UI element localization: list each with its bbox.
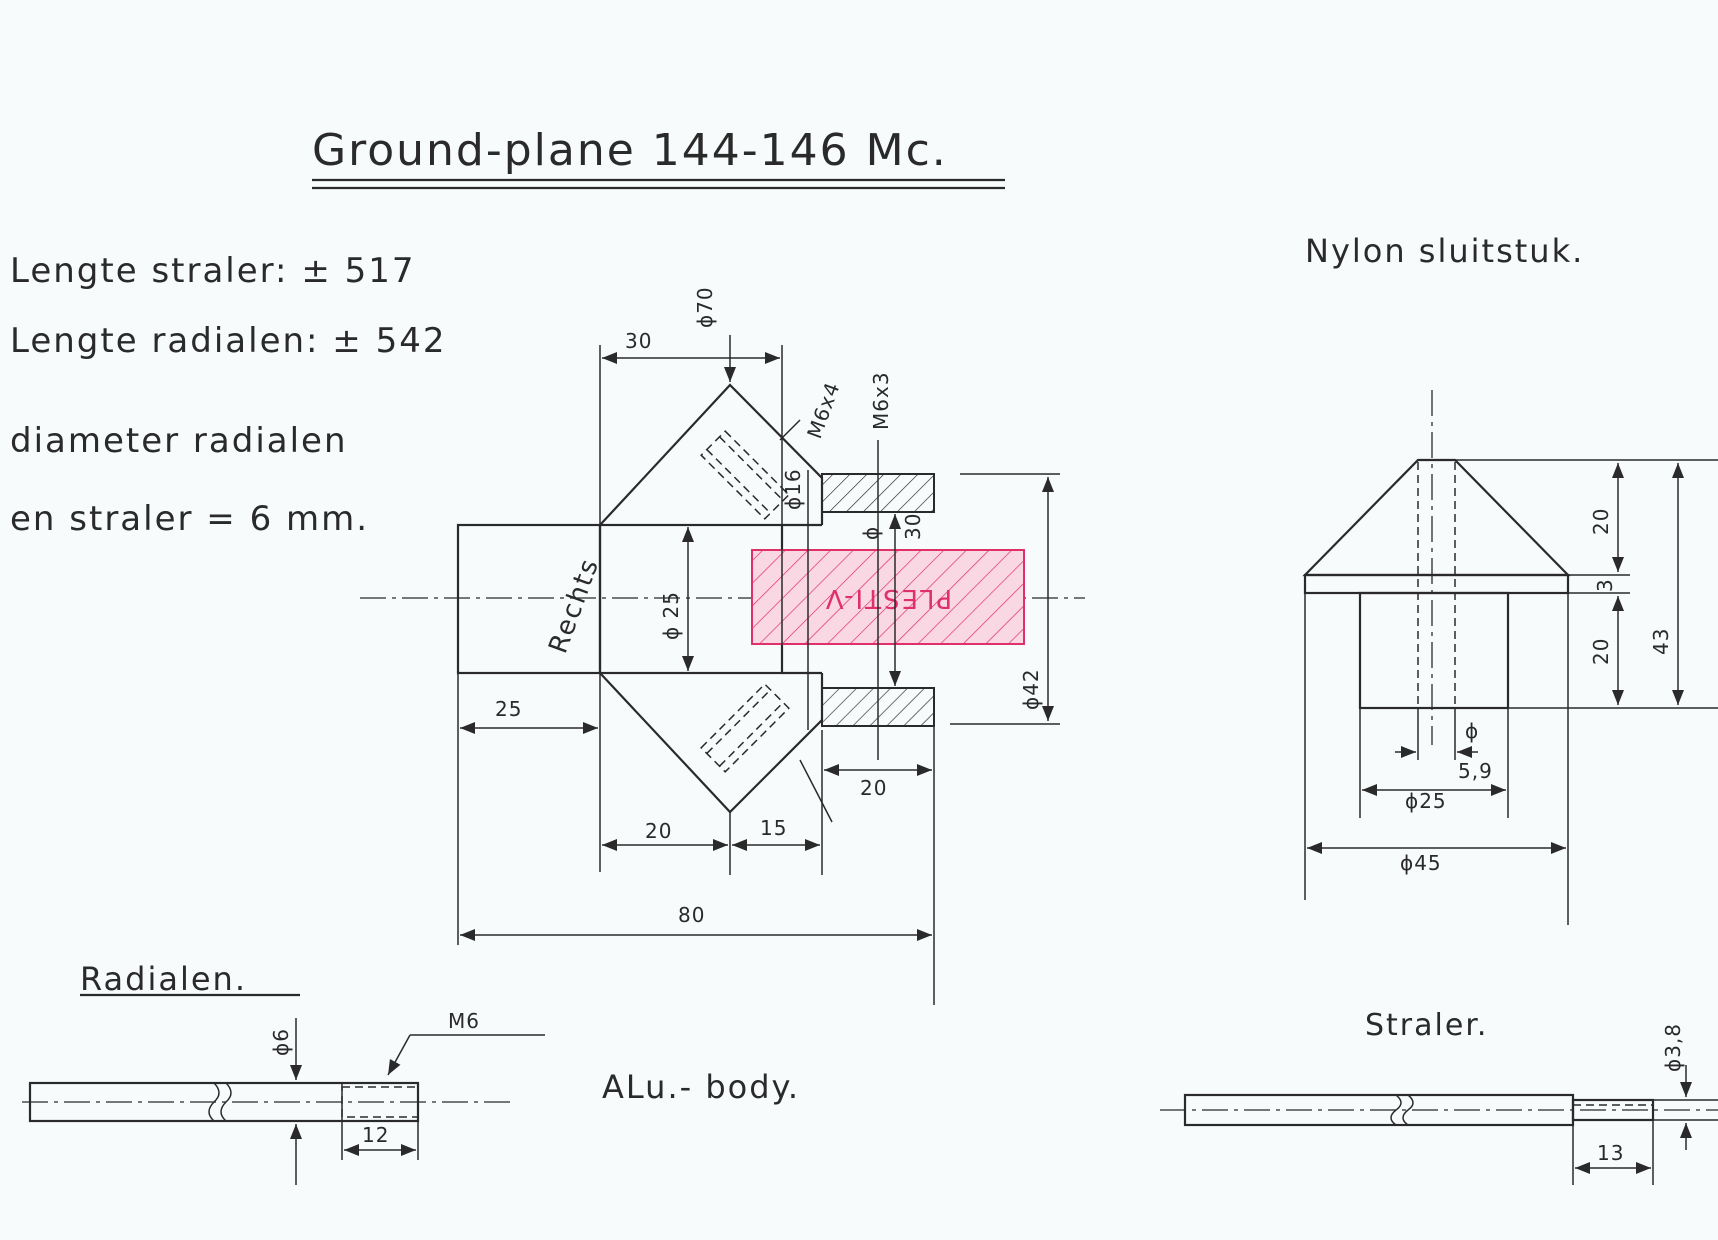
dim-80: 80 — [678, 903, 705, 927]
dim-15: 15 — [760, 816, 787, 840]
straler-view: Straler. ϕ3,8 13 — [1160, 1008, 1718, 1185]
alu-body-view: PLESTI-V Rechts ϕ70 30 M6x4 M6x3 ϕ16 ϕ 2… — [360, 286, 1085, 1106]
dim-30-top: 30 — [625, 329, 652, 353]
dim-20-mid: 20 — [860, 776, 887, 800]
nylon-dim-d45: ϕ45 — [1400, 851, 1442, 875]
radialen-dim-12: 12 — [362, 1123, 389, 1147]
nylon-dim-phi: ϕ — [1465, 719, 1479, 743]
dim-d42: ϕ42 — [1019, 668, 1043, 710]
rechts-label: Rechts — [543, 554, 605, 658]
dim-25-left: 25 — [495, 697, 522, 721]
nylon-cap-view: Nylon sluitstuk. 20 3 20 43 ϕ 5,9 ϕ25 ϕ4… — [1302, 232, 1718, 925]
radialen-label: Radialen. — [80, 960, 247, 998]
dim-phi: ϕ — [859, 526, 883, 540]
spec-notes: Lengte straler: ± 517 Lengte radialen: ±… — [10, 251, 447, 539]
dim-d25: ϕ 25 — [659, 591, 683, 640]
title-block: Ground-plane 144-146 Mc. — [312, 125, 1005, 190]
radialen-dim-m6: M6 — [448, 1009, 480, 1033]
spec-line-1: Lengte straler: ± 517 — [10, 251, 416, 291]
spec-line-2: Lengte radialen: ± 542 — [10, 321, 447, 361]
nylon-dim-d25: ϕ25 — [1405, 789, 1447, 813]
alu-body-label: ALu.- body. — [602, 1068, 800, 1106]
dim-20-bottom: 20 — [645, 819, 672, 843]
radialen-view: Radialen. ϕ6 M6 12 — [22, 960, 545, 1185]
dim-30: 30 — [901, 513, 925, 540]
dim-d70: ϕ70 — [693, 286, 717, 328]
nylon-label: Nylon sluitstuk. — [1305, 232, 1584, 270]
nylon-dim-20b: 20 — [1589, 638, 1613, 665]
straler-dim-13: 13 — [1597, 1141, 1624, 1165]
nylon-dim-5-9: 5,9 — [1458, 759, 1493, 783]
spec-line-4: en straler = 6 mm. — [10, 499, 369, 539]
dim-d16: ϕ16 — [781, 468, 805, 510]
spec-line-3: diameter radialen — [10, 421, 348, 461]
plestix-label: PLESTI-V — [824, 583, 952, 613]
nylon-dim-3: 3 — [1593, 578, 1617, 592]
nylon-dim-20a: 20 — [1589, 508, 1613, 535]
straler-dim-d38: ϕ3,8 — [1661, 1023, 1685, 1072]
dim-m6x4: M6x4 — [802, 378, 845, 441]
page-title: Ground-plane 144-146 Mc. — [312, 125, 948, 176]
straler-label: Straler. — [1365, 1008, 1488, 1043]
nylon-dim-43: 43 — [1649, 628, 1673, 655]
dim-m6x3: M6x3 — [869, 371, 893, 430]
radialen-dim-d6: ϕ6 — [269, 1028, 293, 1056]
